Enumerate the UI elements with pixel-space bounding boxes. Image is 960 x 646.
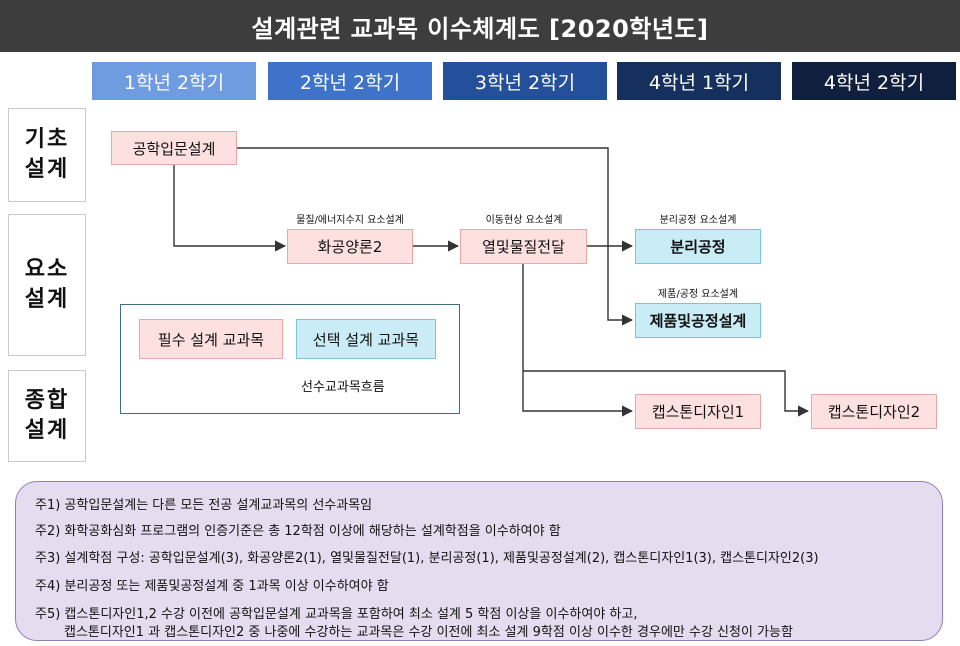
arrow-heat-to-cap2: [523, 370, 810, 417]
note-1: 주1) 공학입문설계는 다른 모든 전공 설계교과목의 선수과목임: [35, 498, 373, 513]
course-capstone-1: 캡스톤디자인1: [635, 394, 761, 429]
caption-product: 제품/공정 요소설계: [657, 289, 739, 300]
row-label-capstone: 종합 설계: [8, 370, 86, 462]
legend-required: 필수 설계 교과목: [139, 319, 283, 359]
caption-heat: 이동현상 요소설계: [485, 215, 563, 226]
legend-flow-label: 선수교과목흐름: [301, 380, 385, 395]
page-title: 설계관련 교과목 이수체계도 [2020학년도]: [0, 0, 960, 52]
legend-elective: 선택 설계 교과목: [296, 319, 436, 359]
semester-header-5: 4학년 2학기: [792, 62, 956, 100]
row-label-element-line2: 설계: [24, 287, 70, 312]
arrow-heat-to-cap1: [522, 264, 634, 417]
semester-header-4: 4학년 1학기: [617, 62, 781, 100]
row-label-basic-line2: 설계: [24, 157, 70, 182]
note-4: 주4) 분리공정 또는 제품및공정설계 중 1과목 이상 이수하여야 함: [35, 579, 389, 594]
semester-header-2: 2학년 2학기: [268, 62, 432, 100]
row-label-element-line1: 요소: [24, 257, 70, 282]
arrow-intro-to-chem: [173, 164, 287, 252]
note-3: 주3) 설계학점 구성: 공학입문설계(3), 화공양론2(1), 열및물질전달…: [35, 551, 819, 566]
arrow-intro-to-sep: [236, 147, 634, 252]
note-5: 주5) 캡스톤디자인1,2 수강 이전에 공학입문설계 교과목을 포함하여 최소…: [35, 607, 638, 622]
course-intro-design: 공학입문설계: [111, 131, 237, 165]
note-2: 주2) 화학공화심화 프로그램의 인증기준은 총 12학점 이상에 해당하는 설…: [35, 524, 561, 539]
caption-chem: 물질/에너지수지 요소설계: [296, 215, 404, 226]
note-5-continued: 캡스톤디자인1 과 캡스톤디자인2 중 나중에 수강하는 교과목은 수강 이전에…: [64, 625, 793, 640]
course-heat-mass-transfer: 열및물질전달: [460, 229, 587, 264]
course-chem-balance: 화공양론2: [287, 229, 413, 264]
course-capstone-2: 캡스톤디자인2: [811, 394, 937, 429]
row-label-capstone-line2: 설계: [24, 418, 70, 443]
row-label-basic: 기초 설계: [8, 108, 86, 202]
course-product-process: 제품및공정설계: [635, 303, 761, 338]
semester-header-1: 1학년 2학기: [92, 62, 256, 100]
arrow-heat-to-product: [607, 246, 634, 326]
row-label-basic-line1: 기초: [24, 127, 70, 152]
row-label-element: 요소 설계: [8, 214, 86, 356]
caption-sep: 분리공정 요소설계: [659, 215, 737, 226]
semester-header-3: 3학년 2학기: [443, 62, 607, 100]
row-label-capstone-line1: 종합: [24, 388, 70, 413]
course-separation: 분리공정: [635, 229, 761, 264]
notes-panel: [15, 481, 943, 641]
